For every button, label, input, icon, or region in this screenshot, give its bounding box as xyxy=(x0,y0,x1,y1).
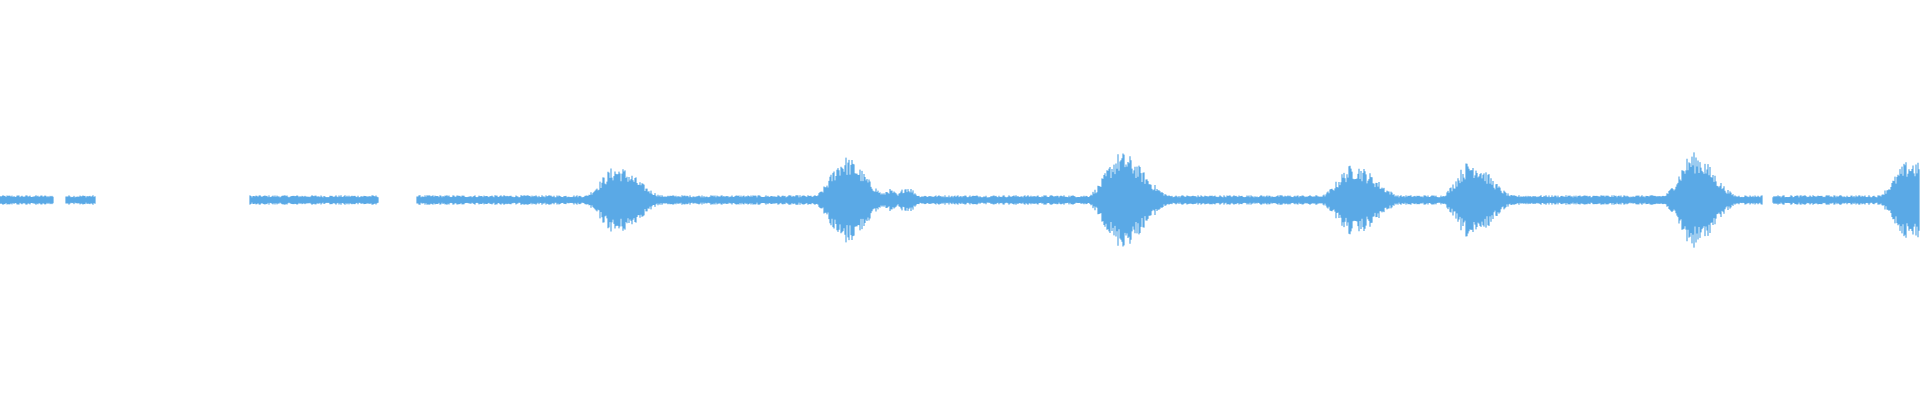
waveform-bars xyxy=(0,152,1920,248)
waveform-path xyxy=(0,152,1920,248)
